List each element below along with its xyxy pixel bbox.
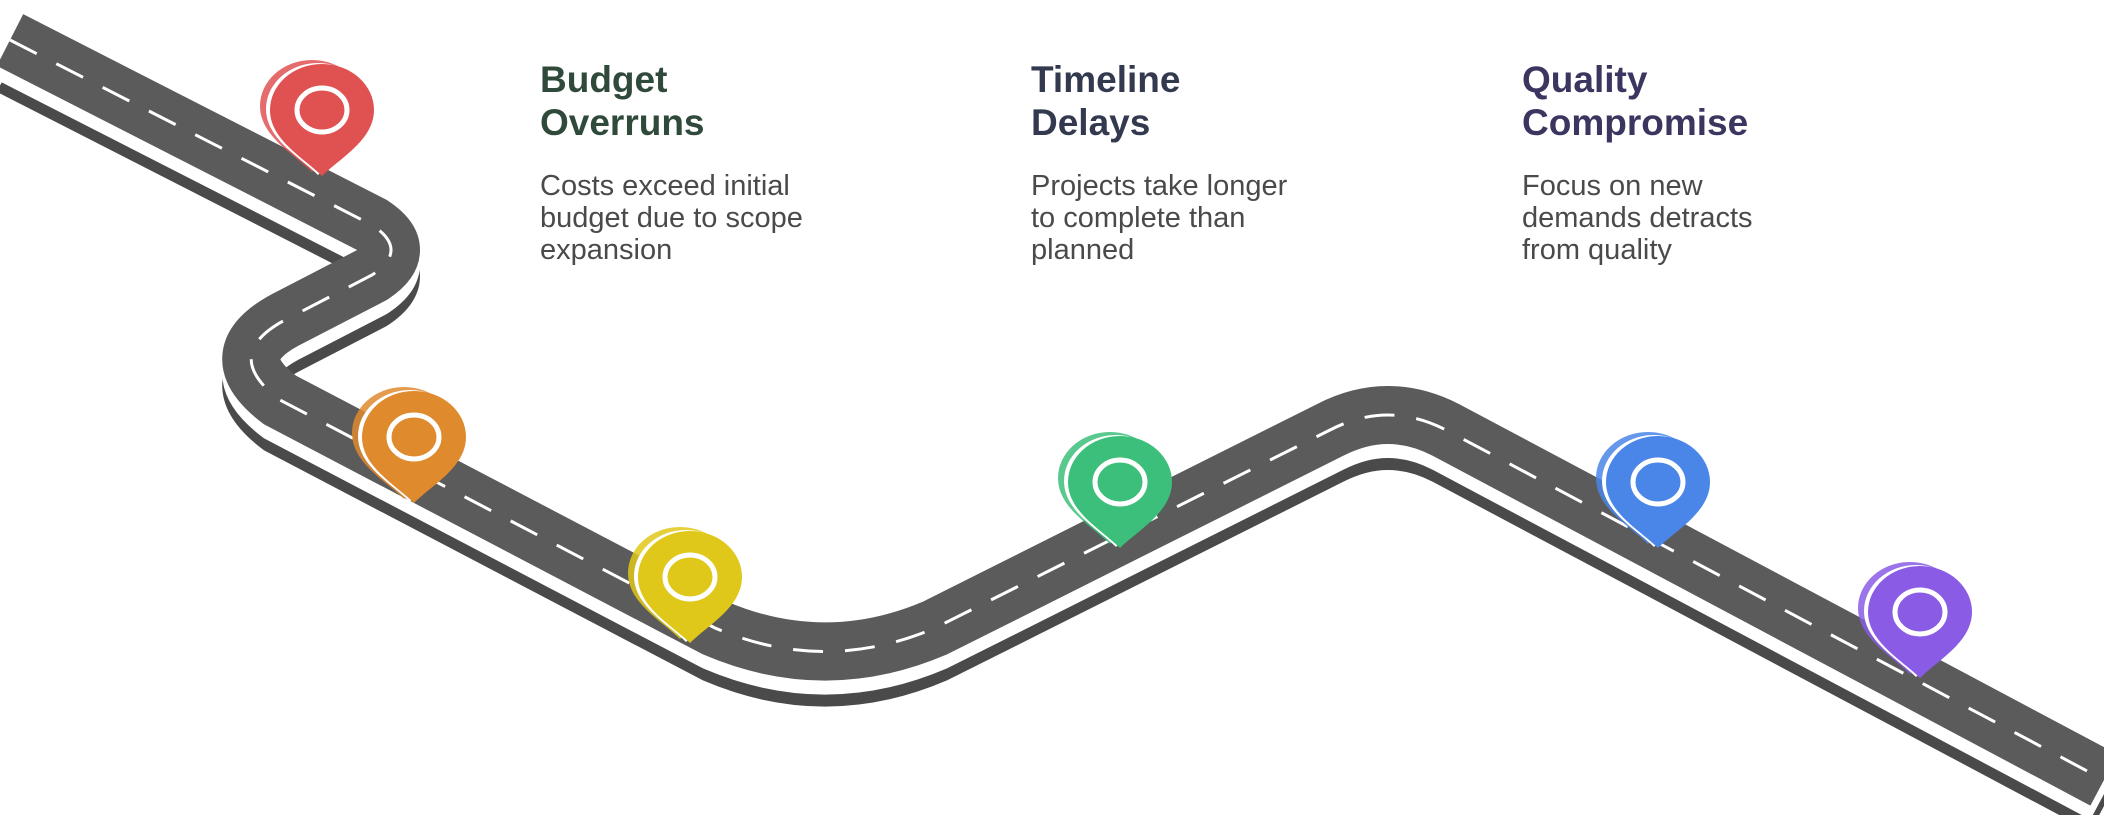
card-description-line: from quality bbox=[1522, 234, 1672, 266]
card-description-line: Costs exceed initial bbox=[540, 170, 790, 202]
pin-front bbox=[1868, 566, 1972, 678]
card-description: Projects take longer to complete than pl… bbox=[1031, 170, 1431, 266]
green-location-pin-icon bbox=[1058, 432, 1172, 548]
card-title-line: Budget bbox=[540, 59, 668, 100]
card-title: Quality Compromise bbox=[1522, 58, 1922, 144]
pin-ring bbox=[1892, 587, 1948, 637]
card-description: Focus on new demands detracts from quali… bbox=[1522, 170, 1922, 266]
card-quality-compromise: Quality Compromise Focus on new demands … bbox=[1522, 58, 1922, 266]
orange-location-pin-icon bbox=[352, 387, 466, 503]
road-center-dashes bbox=[9, 38, 2104, 782]
card-title-line: Quality bbox=[1522, 59, 1648, 100]
card-timeline-delays: Timeline Delays Projects take longer to … bbox=[1031, 58, 1431, 266]
pin-ring bbox=[294, 85, 350, 135]
yellow-location-pin-icon bbox=[628, 527, 742, 643]
blue-location-pin-icon bbox=[1596, 432, 1710, 548]
pin-ring bbox=[386, 412, 442, 462]
card-description-line: budget due to scope bbox=[540, 202, 803, 234]
card-description-line: Focus on new bbox=[1522, 170, 1703, 202]
card-budget-overruns: Budget Overruns Costs exceed initial bud… bbox=[540, 58, 940, 266]
card-description-line: expansion bbox=[540, 234, 673, 266]
pin-front bbox=[1068, 436, 1172, 548]
card-title-line: Overruns bbox=[540, 102, 705, 143]
card-title-line: Compromise bbox=[1522, 102, 1749, 143]
card-description-line: demands detracts bbox=[1522, 202, 1753, 234]
pin-ring bbox=[1092, 457, 1148, 507]
card-title-line: Delays bbox=[1031, 102, 1151, 143]
pin-front bbox=[362, 391, 466, 503]
card-title: Budget Overruns bbox=[540, 58, 940, 144]
pin-front bbox=[1606, 436, 1710, 548]
card-title: Timeline Delays bbox=[1031, 58, 1431, 144]
card-description: Costs exceed initial budget due to scope… bbox=[540, 170, 940, 266]
purple-location-pin-icon bbox=[1858, 562, 1972, 678]
pin-ring bbox=[1630, 457, 1686, 507]
card-description-line: to complete than bbox=[1031, 202, 1246, 234]
card-description-line: Projects take longer bbox=[1031, 170, 1288, 202]
pin-front bbox=[638, 531, 742, 643]
red-location-pin-icon bbox=[260, 60, 374, 176]
card-description-line: planned bbox=[1031, 234, 1135, 266]
pin-ring bbox=[662, 552, 718, 602]
card-title-line: Timeline bbox=[1031, 59, 1181, 100]
pin-front bbox=[270, 64, 374, 176]
